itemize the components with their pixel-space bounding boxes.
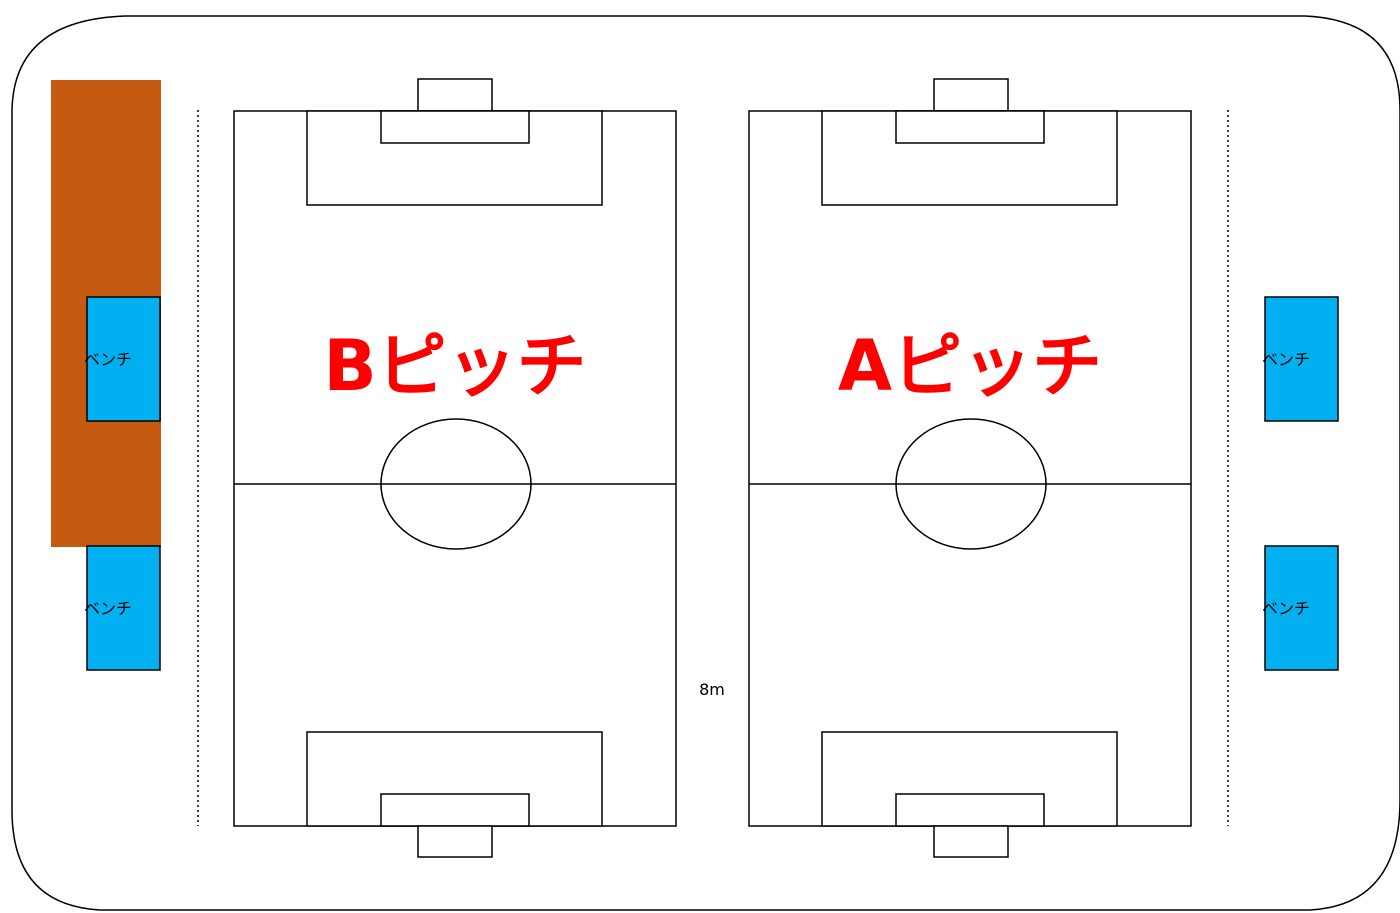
center-circle — [895, 418, 1047, 550]
goal-area-bottom — [380, 793, 530, 827]
bench-label: ベンチ — [84, 599, 132, 618]
goal-area-top — [895, 110, 1045, 144]
pitch-outline — [748, 110, 1192, 827]
bench-label: ベンチ — [1262, 350, 1310, 369]
pitch-label-a: Aピッチ — [838, 325, 1102, 407]
bench-right-upper: ベンチ — [1262, 296, 1339, 422]
goal-bottom — [933, 825, 1009, 858]
pitch-outline — [233, 110, 677, 827]
goal-top — [417, 78, 493, 112]
pitch-label-b: Bピッチ — [323, 325, 586, 407]
goal-bottom — [417, 825, 493, 858]
goal-area-top — [380, 110, 530, 144]
goal-area-bottom — [895, 793, 1045, 827]
penalty-area-top — [306, 110, 603, 206]
bench-label: ベンチ — [1262, 599, 1310, 618]
site-boundary — [11, 15, 1400, 911]
gap-distance-label: 8m — [699, 680, 725, 699]
center-circle — [380, 418, 532, 550]
pitch-b — [233, 78, 677, 858]
bench-left-upper: ベンチ — [84, 296, 161, 422]
bench-label: ベンチ — [84, 350, 132, 369]
goal-top — [933, 78, 1009, 112]
bench-left-lower: ベンチ — [84, 545, 161, 671]
pitch-a — [748, 78, 1192, 858]
bench-right-lower: ベンチ — [1262, 545, 1339, 671]
